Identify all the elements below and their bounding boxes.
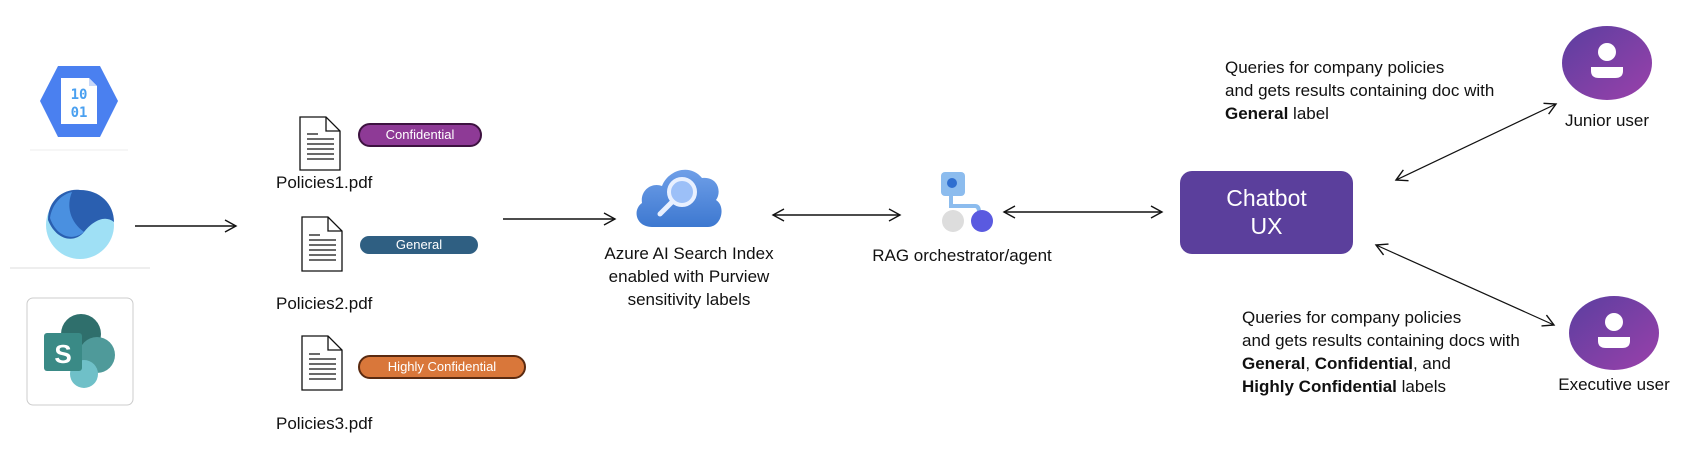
label-general: General — [360, 236, 478, 254]
desc-line: and gets results containing docs with — [1242, 331, 1520, 350]
document-icon — [299, 116, 341, 171]
label-name: Confidential — [1314, 354, 1413, 373]
desc-text: , — [1305, 354, 1315, 373]
document-name: Policies3.pdf — [276, 414, 373, 433]
orchestrator-label: RAG orchestrator/agent — [872, 246, 1052, 265]
desc-text: labels — [1396, 377, 1447, 396]
junior-description: Queries for company policies and gets re… — [1225, 56, 1494, 125]
chatbot-ux-box: Chatbot UX — [1180, 171, 1353, 254]
document-name: Policies2.pdf — [276, 294, 373, 313]
svg-text:10: 10 — [71, 87, 88, 103]
executive-description: Queries for company policies and gets re… — [1242, 306, 1520, 398]
desc-line: Highly Confidential labels — [1242, 375, 1520, 398]
label-line: Azure AI Search Index — [604, 244, 774, 263]
rag-agent-icon — [941, 172, 993, 232]
blob-storage-icon: 10 01 — [40, 66, 118, 137]
desc-line: and gets results containing doc with — [1225, 81, 1495, 100]
arrow-chatbot-junior — [1394, 102, 1558, 182]
executive-user-avatar — [1569, 296, 1659, 370]
label-confidential: Confidential — [358, 123, 482, 147]
svg-text:01: 01 — [71, 105, 88, 121]
desc-text: , and — [1412, 354, 1451, 373]
chatbot-title: Chatbot — [1226, 185, 1307, 211]
arrow-chatbot-executive — [1374, 243, 1556, 327]
document-icon — [301, 216, 343, 272]
label-name: Highly Confidential — [1242, 377, 1397, 396]
desc-line: Queries for company policies — [1225, 58, 1445, 77]
label-name: General — [1225, 104, 1289, 123]
desc-line: General, Confidential, and — [1242, 352, 1520, 375]
search-index-label: Azure AI Search Index enabled with Purvi… — [589, 242, 789, 311]
executive-user-label: Executive user — [1558, 375, 1670, 394]
label-name: General — [1242, 354, 1306, 373]
document-icon — [301, 335, 343, 391]
document-name: Policies1.pdf — [276, 173, 373, 192]
search-cloud-icon — [636, 169, 722, 227]
label-highly-confidential: Highly Confidential — [358, 355, 526, 379]
label-line: enabled with Purview — [608, 267, 770, 286]
junior-user-avatar — [1562, 26, 1652, 100]
junior-user-label: Junior user — [1564, 111, 1650, 130]
desc-text: label — [1288, 104, 1329, 123]
svg-text:S: S — [54, 339, 71, 369]
desc-line: General label — [1225, 102, 1494, 125]
purview-icon — [46, 189, 114, 259]
chatbot-subtitle: UX — [1250, 213, 1283, 239]
desc-line: Queries for company policies — [1242, 308, 1462, 327]
sharepoint-icon: S — [26, 297, 134, 406]
label-line: sensitivity labels — [627, 290, 751, 309]
